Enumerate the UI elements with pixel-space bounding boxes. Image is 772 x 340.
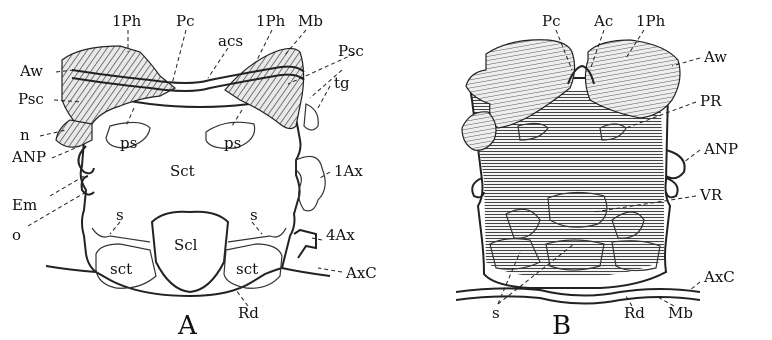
label-b-1ph: 1Ph [636, 12, 666, 30]
label-a-1ph-left: 1Ph [112, 12, 142, 30]
label-b-ac: Ac [593, 12, 613, 30]
label-a-sct: Sct [170, 162, 195, 180]
label-a-pc: Pc [176, 12, 195, 30]
label-a-s-right: s [250, 206, 258, 224]
label-a-aw: Aw [19, 62, 43, 80]
label-a-ps-left: ps [120, 134, 137, 152]
panel-b: Pc Ac 1Ph Aw PR ANP VR AxC s Rd Mb B [456, 12, 738, 340]
panel-a-suture-left [92, 228, 150, 242]
panel-b-axc-loop-right [666, 178, 678, 197]
label-b-pc: Pc [542, 12, 561, 30]
label-a-mb: Mb [298, 12, 323, 30]
label-a-rd: Rd [238, 304, 259, 322]
panel-b-axillary-cord [456, 288, 700, 303]
panel-a: 1Ph Pc 1Ph Mb acs Aw Psc Psc tg n ps ps … [11, 12, 377, 340]
panel-b-label: B [552, 311, 571, 340]
panel-b-wing-left [462, 112, 496, 150]
label-a-acs: acs [218, 32, 243, 50]
label-a-n: n [20, 126, 30, 144]
panel-a-prescutum-left [62, 46, 175, 130]
label-a-anp: ANP [11, 148, 46, 166]
panel-a-first-axillary [296, 156, 325, 210]
label-b-s: s [492, 304, 500, 322]
label-a-psc-left: Psc [18, 90, 44, 108]
panel-a-axillary-cord [46, 266, 330, 276]
label-a-axc: AxC [345, 264, 377, 282]
panel-b-anp-loop [666, 150, 685, 178]
label-b-anp: ANP [703, 140, 738, 158]
label-b-pr: PR [700, 92, 722, 110]
label-b-mb: Mb [668, 304, 693, 322]
label-a-sct-left: sct [110, 260, 132, 278]
panel-a-suture-right [228, 228, 286, 242]
panel-a-label: A [177, 311, 198, 340]
label-a-1ph-right: 1Ph [256, 12, 286, 30]
panel-a-prescutum-right [225, 48, 304, 128]
label-a-em: Em [12, 196, 37, 214]
label-a-s-left: s [116, 206, 124, 224]
label-a-scl: Scl [174, 236, 198, 254]
panel-a-tegula [304, 104, 318, 130]
label-a-ps-right: ps [224, 134, 241, 152]
label-a-o: o [12, 226, 21, 244]
label-b-aw: Aw [703, 48, 727, 66]
label-a-sct-right: sct [236, 260, 258, 278]
label-b-rd: Rd [624, 304, 645, 322]
label-a-4ax: 4Ax [326, 226, 355, 244]
panel-a-anterior-notal-left [78, 146, 94, 173]
label-b-axc: AxC [703, 268, 735, 286]
label-a-psc-right: Psc [338, 42, 364, 60]
label-b-vr: VR [699, 186, 723, 204]
panel-a-wing-process-left [56, 120, 92, 147]
label-a-1ax: 1Ax [334, 162, 363, 180]
panel-a-fourth-axillary [294, 230, 316, 258]
label-a-tg: tg [334, 74, 350, 92]
